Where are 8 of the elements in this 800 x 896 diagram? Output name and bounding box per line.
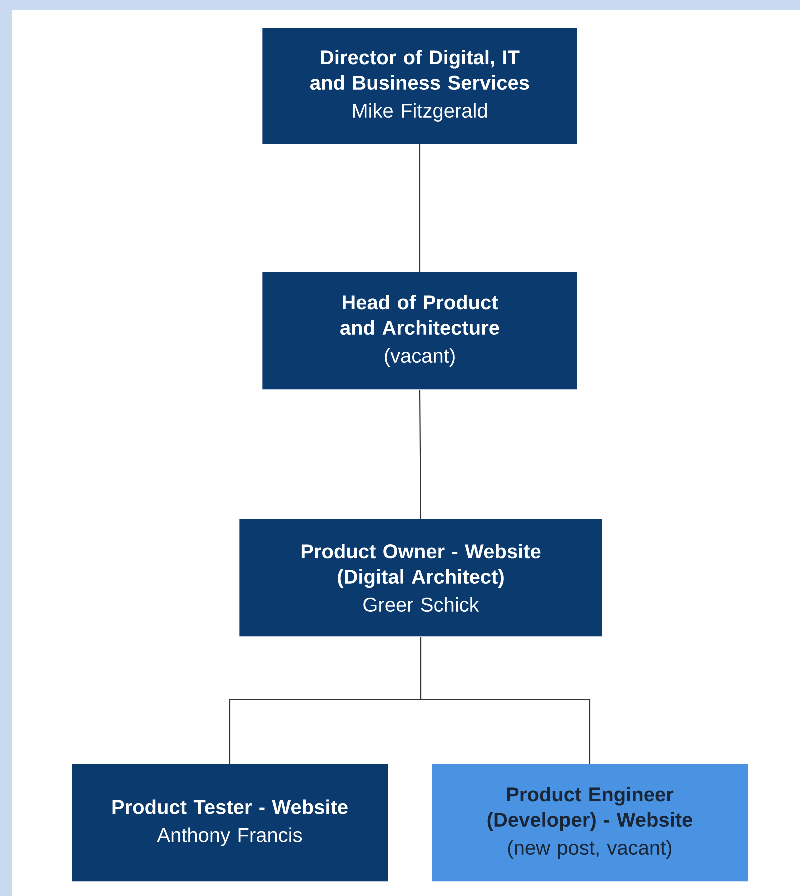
org-box: Product Owner - Website (Digital Architect) Greer Schick	[240, 519, 602, 637]
org-box: Head of Product and Architecture (vacant)	[262, 272, 578, 390]
org-box: Product Engineer (Developer) - Website (new post, vacant)	[432, 764, 748, 882]
org-box: Director of Digital, IT and Business Services Mike Fitzgerald	[262, 28, 578, 144]
connector-line	[420, 636, 591, 764]
connector-line	[419, 390, 422, 520]
connector-line	[419, 144, 421, 272]
org-box: Product Tester - Website Anthony Francis	[72, 764, 388, 882]
